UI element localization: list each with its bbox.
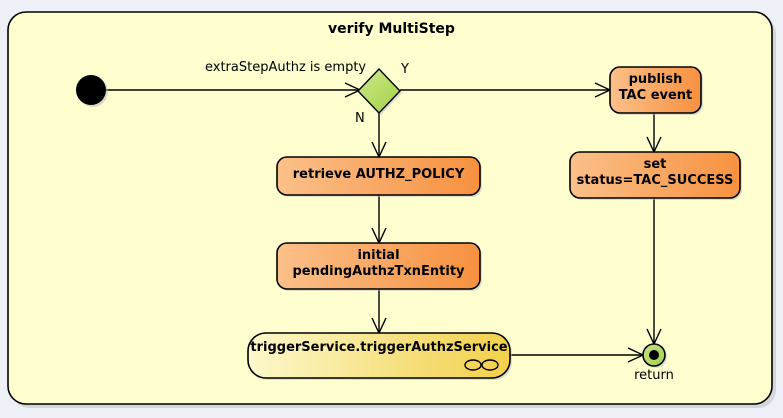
page-title: verify MultiStep bbox=[328, 21, 455, 37]
set-status-label-line2: status=TAC_SUCCESS bbox=[576, 173, 734, 188]
decision-guard-label: extraStepAuthz is empty bbox=[205, 60, 367, 75]
retrieve-authz-policy-node[interactable] bbox=[276, 156, 481, 196]
initial-pending-authz-txn-entity-node[interactable] bbox=[276, 242, 481, 290]
decision-yes-label: Y bbox=[401, 62, 409, 77]
initial-pending-authz-txn-entity-label-line2: pendingAuthzTxnEntity bbox=[292, 264, 465, 279]
retrieve-authz-policy-label: retrieve AUTHZ_POLICY bbox=[292, 167, 465, 182]
trigger-service-label: triggerService.triggerAuthzService bbox=[250, 340, 508, 355]
end-node-center bbox=[649, 350, 659, 360]
diagram-frame bbox=[7, 11, 773, 405]
decision-no-label: N bbox=[355, 111, 365, 126]
start-node bbox=[76, 75, 106, 105]
set-status-node[interactable] bbox=[569, 151, 741, 199]
set-status-label-line1: set bbox=[643, 157, 667, 172]
decision-node bbox=[357, 67, 401, 115]
end-node-label: return bbox=[634, 368, 674, 383]
initial-pending-authz-txn-entity-label-line1: initial bbox=[357, 248, 400, 263]
call-activity-icon bbox=[464, 359, 499, 371]
publish-tac-event-label-line2: TAC event bbox=[618, 88, 693, 103]
trigger-service-node[interactable] bbox=[247, 332, 511, 379]
publish-tac-event-node[interactable] bbox=[609, 66, 702, 114]
publish-tac-event-label-line1: publish bbox=[628, 72, 683, 87]
